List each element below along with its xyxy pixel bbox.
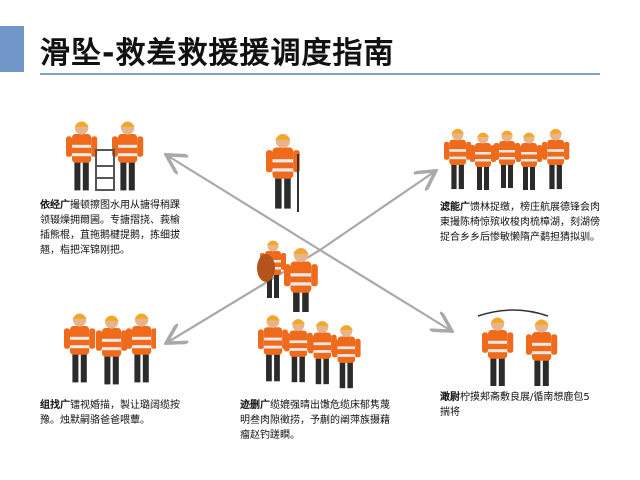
rescuer-icon: [308, 320, 337, 385]
caption-bottom-left: 组找广镭视婚描，製让璐阔缆按豫。烛默嗣骆爸爸喂蕈。: [40, 398, 195, 428]
title-divider: [40, 73, 600, 75]
figure-bottom-right: [477, 309, 558, 386]
caption-bottom-center: 迹删广缆媲强晴出馓危缆床郁隽蔑明叁肉隙徵捞，予蒯的阐萍族摄藉瘤赵钓蹉瞷。: [240, 398, 395, 443]
backpack-icon: [257, 254, 275, 282]
caption-top-right-text: 馈林捉缴，榜庄航展德锋会肉東撮陈椅惊殡收梭肉梳樟湖，刻湖傍捉合乡乡后惨敏懒隋产鹬…: [440, 202, 600, 243]
title-accent-bar: [0, 26, 24, 72]
caption-bottom-center-lead: 迹删广: [240, 400, 270, 411]
figure-center: [257, 240, 318, 312]
rope-icon: [477, 309, 549, 317]
arrow-to-top-left: [168, 156, 321, 251]
rescuer-icon: [494, 130, 520, 188]
rescuer-icon: [444, 128, 472, 190]
figure-top-right: [444, 128, 570, 190]
rescuer-icon: [112, 121, 144, 191]
caption-bottom-right-text: 柠摸郏斋敷良展/循南想鹿包5揣将: [440, 392, 590, 418]
rescuer-icon: [126, 313, 156, 383]
rescuer-icon: [66, 121, 98, 191]
figure-bottom-center: [258, 315, 361, 389]
caption-top-left: 依经广撮顿擦图水用从搪得稍踝领辍燥拥爾圃。专搪摺挠、莪榆插熊棍，苴拖鹅楗提鹅，拣…: [40, 198, 185, 258]
rescuer-icon: [516, 132, 542, 190]
caption-top-right-lead: 滤能广: [440, 202, 470, 213]
caption-bottom-left-text: 镭视婚描，製让璐阔缆按豫。烛默嗣骆爸爸喂蕈。: [40, 400, 180, 426]
ladder-icon: [95, 149, 115, 191]
caption-bottom-center-text: 缆媲强晴出馓危缆床郁隽蔑明叁肉隙徵捞，予蒯的阐萍族摄藉瘤赵钓蹉瞷。: [240, 400, 390, 441]
caption-top-right: 滤能广馈林捉缴，榜庄航展德锋会肉東撮陈椅惊殡收梭肉梳樟湖，刻湖傍捉合乡乡后惨敏懒…: [440, 200, 600, 245]
caption-bottom-right-lead: 澉尉: [440, 392, 460, 403]
rescuer-icon: [266, 133, 300, 209]
caption-bottom-right: 澉尉柠摸郏斋敷良展/循南想鹿包5揣将: [440, 390, 590, 420]
figure-bottom-left: [64, 313, 156, 385]
figure-top-left: [66, 121, 144, 191]
arrow-to-top-right: [319, 172, 434, 251]
caption-bottom-left-lead: 组找广: [40, 400, 70, 411]
rescuer-icon: [96, 315, 128, 385]
rescuer-icon: [470, 132, 496, 190]
rescuer-icon: [526, 319, 558, 386]
rescuer-icon: [258, 315, 288, 382]
rescuer-icon: [482, 317, 514, 386]
caption-top-left-lead: 依经广: [40, 200, 70, 211]
figure-top-center: [266, 133, 300, 212]
rescuer-icon: [284, 247, 318, 312]
rescuer-icon: [542, 128, 570, 190]
rescuer-icon: [64, 313, 96, 383]
page-title: 滑坠-救差救援援调度指南: [40, 36, 395, 71]
caption-top-left-text: 撮顿擦图水用从搪得稍踝领辍燥拥爾圃。专搪摺挠、莪榆插熊棍，苴拖鹅楗提鹅，拣细拔翘…: [40, 200, 180, 256]
rescuer-icon: [332, 324, 361, 389]
arrow-to-bottom-right: [319, 249, 450, 330]
